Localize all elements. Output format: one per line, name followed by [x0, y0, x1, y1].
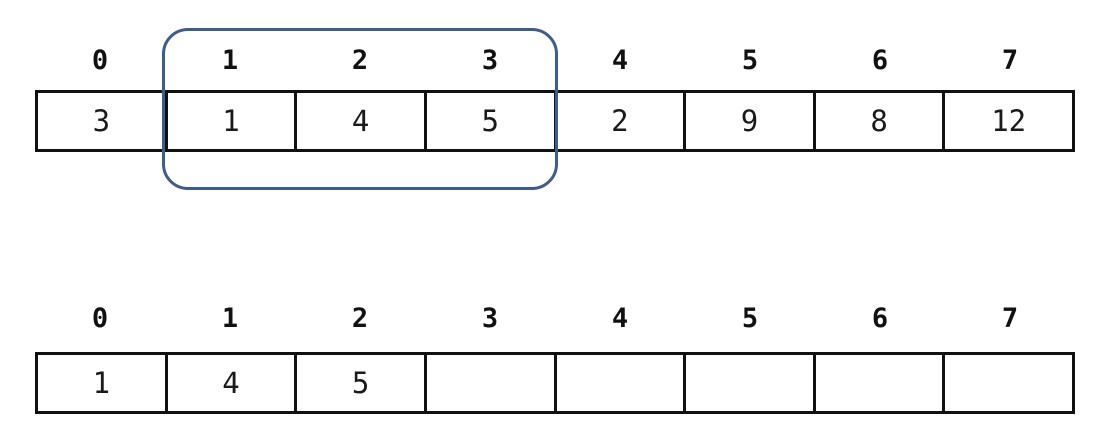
bottom-array-cell [945, 355, 1072, 411]
top-index-label: 1 [221, 45, 239, 76]
top-index-label: 2 [351, 45, 369, 76]
top-index-label: 4 [611, 45, 629, 76]
bottom-array: 1 4 5 [35, 352, 1075, 414]
bottom-index-label: 6 [871, 303, 889, 334]
top-array-cell: 3 [38, 93, 168, 149]
bottom-array-cell [815, 355, 946, 411]
top-array-cell: 4 [297, 93, 427, 149]
top-array-cell: 5 [426, 93, 557, 149]
bottom-index-label: 3 [481, 303, 499, 334]
top-array-cell: 8 [815, 93, 946, 149]
top-array: 3 1 4 5 2 9 8 12 [35, 90, 1075, 152]
bottom-index-label: 2 [351, 303, 369, 334]
bottom-array-index-row: 0 1 2 3 4 5 6 7 [35, 303, 1075, 335]
bottom-array-cell: 5 [297, 355, 427, 411]
top-index-label: 5 [741, 45, 759, 76]
bottom-index-label: 7 [1001, 303, 1019, 334]
bottom-index-label: 0 [91, 303, 109, 334]
top-index-label: 6 [871, 45, 889, 76]
bottom-array-cell [556, 355, 687, 411]
top-array-cell: 1 [167, 93, 298, 149]
top-index-label: 0 [91, 45, 109, 76]
bottom-array-cell [686, 355, 816, 411]
top-array-cell: 12 [945, 93, 1072, 149]
top-index-label: 3 [481, 45, 499, 76]
bottom-index-label: 5 [741, 303, 759, 334]
top-array-index-row: 0 1 2 3 4 5 6 7 [35, 45, 1075, 77]
bottom-array-cell: 1 [38, 355, 168, 411]
bottom-array-cell: 4 [167, 355, 298, 411]
bottom-index-label: 1 [221, 303, 239, 334]
bottom-array-cell [426, 355, 557, 411]
top-array-cell: 9 [686, 93, 816, 149]
top-index-label: 7 [1001, 45, 1019, 76]
bottom-index-label: 4 [611, 303, 629, 334]
top-array-cell: 2 [556, 93, 687, 149]
